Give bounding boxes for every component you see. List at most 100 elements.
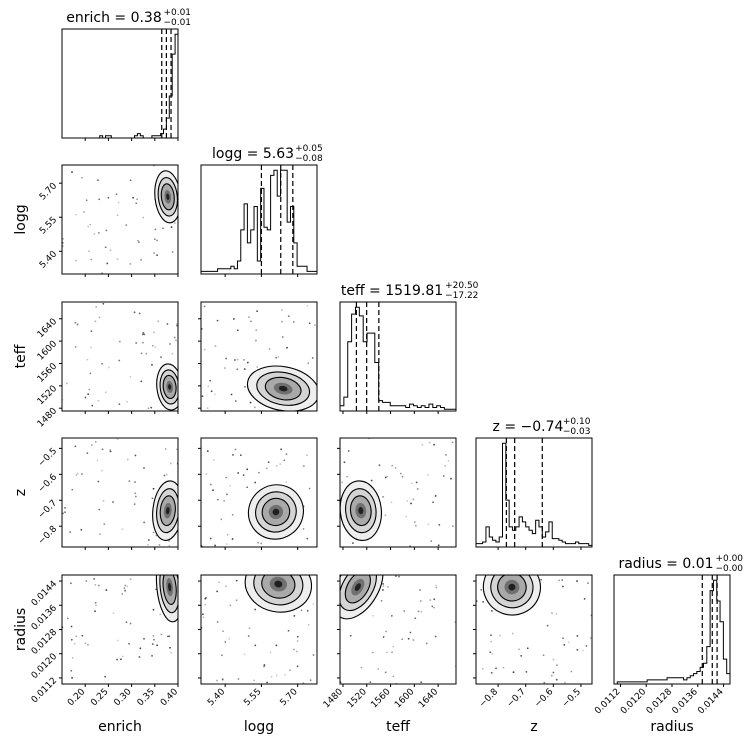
scatter-point [281, 336, 284, 338]
scatter-point [369, 681, 372, 684]
scatter-point [292, 321, 295, 323]
scatter-point [450, 477, 452, 480]
pair-panel-enrich-z [61, 437, 179, 548]
scatter-point [413, 521, 416, 523]
scatter-point [302, 528, 305, 530]
scatter-point [125, 224, 128, 226]
scatter-point [101, 448, 104, 451]
scatter-point [170, 651, 172, 654]
scatter-point [205, 473, 208, 475]
scatter-point [231, 513, 234, 516]
scatter-point [312, 603, 315, 605]
scatter-point [296, 635, 299, 638]
scatter-point [76, 472, 79, 475]
scatter-point [395, 575, 397, 578]
scatter-point [94, 601, 97, 604]
scatter-point [236, 358, 239, 361]
scatter-point [490, 634, 492, 637]
scatter-point [107, 366, 110, 369]
scatter-point [118, 403, 121, 406]
scatter-point [165, 473, 168, 476]
scatter-point [253, 679, 255, 682]
scatter-point [135, 202, 138, 205]
scatter-point [226, 533, 229, 536]
scatter-point [286, 346, 288, 349]
axes-enrich-z [61, 437, 179, 548]
scatter-point [151, 344, 154, 347]
scatter-point [74, 346, 77, 348]
scatter-point [570, 670, 573, 673]
pair-panel-teff-radius [339, 574, 457, 685]
scatter-point [152, 635, 155, 637]
scatter-point [445, 453, 447, 456]
contour-2 [264, 376, 302, 401]
scatter-point [312, 654, 315, 656]
scatter-point [75, 635, 78, 638]
scatter-point [254, 644, 257, 647]
scatter-point [444, 465, 447, 467]
x-tick-label-teff: 1520 [346, 687, 369, 710]
scatter-point [164, 448, 167, 450]
scatter-point [71, 171, 73, 174]
contour-0 [247, 484, 304, 540]
scatter-point [275, 644, 278, 647]
scatter-point [248, 316, 250, 319]
contour-1 [256, 371, 311, 406]
scatter-point [552, 671, 555, 674]
scatter-point [275, 674, 278, 677]
x-tick-label-radius: 0.0120 [619, 687, 649, 717]
scatter-point [134, 492, 137, 495]
scatter-point [351, 542, 354, 544]
hist-logg [200, 169, 318, 274]
contour-0 [155, 575, 178, 623]
axes-enrich [61, 28, 179, 139]
axes-enrich-teff [61, 301, 179, 412]
scatter-point [520, 654, 523, 657]
scatter-point [585, 645, 588, 647]
scatter-point [71, 488, 74, 491]
scatter-point [147, 539, 150, 541]
title-err-minus-enrich: −0.01 [163, 18, 191, 28]
scatter-point [220, 654, 223, 657]
scatter-point [169, 462, 172, 465]
scatter-point [410, 502, 412, 505]
scatter-point [482, 601, 484, 603]
scatter-point [258, 471, 260, 474]
scatter-point [430, 540, 433, 543]
scatter-point [85, 580, 88, 582]
scatter-point [561, 579, 564, 582]
scatter-point [438, 523, 441, 526]
scatter-point [237, 678, 240, 680]
scatter-point [587, 582, 589, 585]
scatter-point [405, 515, 408, 518]
scatter-point [239, 454, 242, 457]
scatter-point [123, 587, 126, 590]
scatter-point [206, 407, 209, 410]
scatter-point [434, 495, 437, 497]
scatter-point [224, 367, 226, 369]
scatter-point [97, 399, 100, 402]
scatter-point [254, 481, 257, 484]
axes-teff [339, 301, 457, 412]
contour-1 [156, 488, 178, 534]
scatter-point [433, 606, 435, 609]
contour-2 [497, 575, 527, 602]
scatter-point [447, 459, 450, 462]
scatter-point [256, 366, 259, 368]
x-tick-label-radius: 0.0136 [671, 687, 701, 717]
scatter-point [279, 463, 282, 465]
y-tick-label-radius: 0.0112 [30, 676, 59, 705]
title-err-plus-logg: +0.05 [295, 144, 323, 154]
scatter-point [391, 651, 393, 654]
scatter-point [142, 216, 145, 219]
scatter-point [428, 441, 431, 444]
scatter-point [255, 339, 257, 342]
scatter-point [86, 358, 89, 361]
scatter-point [230, 393, 233, 396]
scatter-point [427, 473, 429, 476]
pair-panel-enrich-teff [61, 301, 179, 412]
scatter-point [435, 584, 437, 587]
scatter-point [70, 582, 72, 585]
title-err-minus-z: −0.03 [563, 427, 591, 437]
scatter-point [285, 453, 288, 456]
